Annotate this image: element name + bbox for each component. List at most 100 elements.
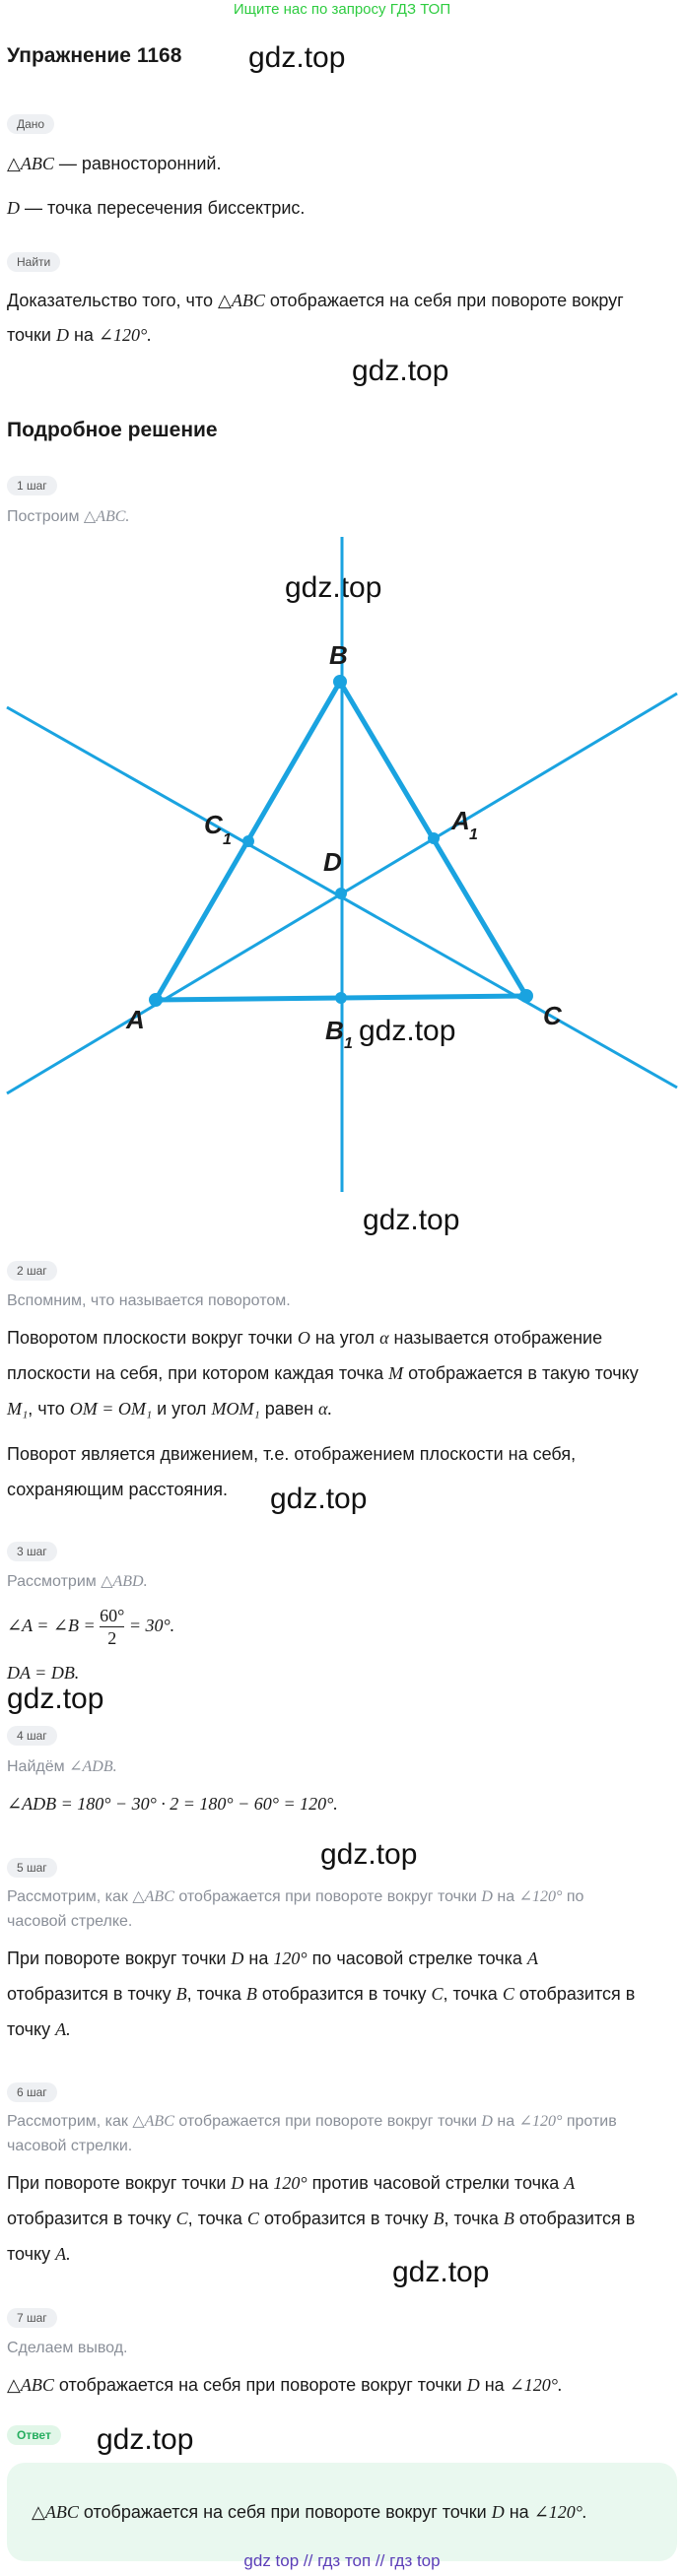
triangle-diagram: B A 1 C 1 D A C B 1	[6, 537, 678, 1192]
t: по	[562, 1888, 584, 1905]
t: и угол	[152, 1399, 212, 1419]
given-label: Дано	[7, 114, 55, 134]
t: отображается в такую точку	[403, 1363, 639, 1383]
step-5-intro-1: Рассмотрим, как △ABC отображается при по…	[7, 1885, 583, 1909]
t: на	[243, 2173, 274, 2193]
label-c1-sub: 1	[223, 831, 232, 848]
label-d: D	[323, 847, 342, 877]
denominator: 2	[107, 1627, 117, 1648]
step-3-label: 3 шаг	[7, 1542, 57, 1561]
m: △ABC	[132, 1888, 174, 1905]
point-b1	[335, 992, 347, 1004]
t: отобразится в точку	[256, 1984, 432, 2004]
t: , точка	[443, 1984, 503, 2004]
m: D	[231, 1949, 244, 1968]
label-c1: C	[204, 810, 224, 839]
answer-text: △ABC отображается на себя при повороте в…	[32, 2494, 586, 2530]
solution-title: Подробное решение	[7, 419, 218, 441]
step-6-line-3: точку A.	[7, 2236, 71, 2272]
m: 120°	[273, 2173, 308, 2193]
find-math-a: △ABC	[217, 291, 265, 310]
m: ∠ADB.	[69, 1758, 117, 1775]
find-text-d: на	[68, 325, 99, 345]
t: на угол	[309, 1328, 380, 1348]
t: на	[504, 2502, 534, 2522]
t: на	[492, 1888, 519, 1905]
m: DA = DB.	[7, 1663, 80, 1683]
watermark: gdz.top	[359, 1015, 456, 1047]
t: на	[479, 2375, 510, 2395]
m: B	[245, 1984, 257, 2004]
step-7-conclusion: △ABC отображается на себя при повороте в…	[7, 2367, 562, 2403]
label-b1: B	[325, 1016, 344, 1045]
m: ∠120°.	[533, 2502, 587, 2522]
label-a: A	[125, 1005, 145, 1034]
m: C	[431, 1984, 444, 2004]
t: отобразится в точку	[7, 2209, 176, 2228]
t: против часовой стрелки точка	[307, 2173, 565, 2193]
m: ∠120°.	[509, 2375, 563, 2395]
given-line-2: D — точка пересечения биссектрис.	[7, 190, 305, 226]
t: точку	[7, 2019, 56, 2039]
t: отобразится в	[513, 2209, 636, 2228]
step-4-intro: Найдём ∠ADB.	[7, 1755, 117, 1779]
m: MOM₁	[211, 1399, 260, 1419]
given-line-1: △ABC — равносторонний.	[7, 146, 221, 181]
t: При повороте вокруг точки	[7, 1949, 232, 1968]
step-6-intro-2: часовой стрелки.	[7, 2138, 133, 2154]
m: ∠120°	[518, 2113, 563, 2130]
m: O	[297, 1328, 310, 1348]
step-1-math: △ABC.	[83, 508, 130, 525]
t: точку	[7, 2244, 56, 2264]
watermark: gdz.top	[270, 1483, 368, 1515]
step-5-intro-2: часовой стрелке.	[7, 1913, 133, 1930]
footer-links[interactable]: gdz top // гдз топ // гдз top	[243, 2551, 441, 2570]
find-text-b: отображается на себя при повороте вокруг	[264, 291, 624, 310]
point-c	[519, 989, 533, 1003]
watermark: gdz.top	[285, 571, 382, 604]
step-2-p1-line2: плоскости на себя, при котором каждая то…	[7, 1355, 639, 1391]
step-2-p1-line3: M₁, что OM = OM₁ и угол MOM₁ равен α.	[7, 1391, 332, 1426]
t: Найдём	[7, 1758, 70, 1775]
step-5-line-3: точку A.	[7, 2012, 71, 2047]
m: = 30°.	[124, 1616, 175, 1635]
find-line-1: Доказательство того, что △ABC отображает…	[7, 283, 624, 318]
label-c: C	[543, 1001, 563, 1030]
answer-box	[7, 2463, 677, 2561]
t: Поворотом плоскости вокруг точки	[7, 1328, 298, 1348]
find-math-d: D	[55, 325, 69, 345]
label-a1-sub: 1	[469, 826, 478, 843]
t: отображается на себя при повороте вокруг…	[53, 2375, 467, 2395]
m: α	[379, 1328, 389, 1348]
page-title: Упражнение 1168	[7, 44, 182, 67]
m: B	[433, 2209, 445, 2228]
watermark: gdz.top	[97, 2423, 194, 2456]
t: по часовой стрелке точка	[307, 1949, 527, 1968]
t: называется отображение	[388, 1328, 603, 1348]
triangle-abc: △ABC	[7, 154, 54, 173]
top-banner[interactable]: Ищите нас по запросу ГДЗ ТОП	[233, 1, 451, 18]
step-1-text: Построим △ABC.	[7, 505, 129, 529]
t: на	[492, 2113, 519, 2130]
m: D	[466, 2375, 480, 2395]
m: M₁	[7, 1399, 29, 1419]
fraction: 60°2	[100, 1605, 125, 1649]
find-math-angle: ∠120°.	[98, 325, 152, 345]
watermark: gdz.top	[392, 2256, 490, 2288]
step-4-eq: ∠ADB = 180° − 30° · 2 = 180° − 60° = 120…	[7, 1786, 338, 1821]
step-2-intro: Вспомним, что называется поворотом.	[7, 1292, 291, 1309]
m: △ABC	[132, 2113, 174, 2130]
m: A	[526, 1949, 538, 1968]
step-6-intro-1: Рассмотрим, как △ABC отображается при по…	[7, 2110, 617, 2134]
t: Рассмотрим	[7, 1573, 102, 1590]
t: , точка	[186, 1984, 246, 2004]
m: △ABD.	[101, 1573, 148, 1590]
watermark: gdz.top	[352, 355, 449, 387]
t: плоскости на себя, при котором каждая то…	[7, 1363, 389, 1383]
t: отобразится в точку	[258, 2209, 434, 2228]
point-d: D	[7, 198, 20, 218]
find-line-2: точки D на ∠120°.	[7, 317, 152, 353]
point-c1	[242, 835, 254, 847]
m: ∠A = ∠B =	[7, 1616, 101, 1635]
m: ∠ADB = 180° − 30° · 2 = 180° − 60° = 120…	[7, 1794, 338, 1814]
